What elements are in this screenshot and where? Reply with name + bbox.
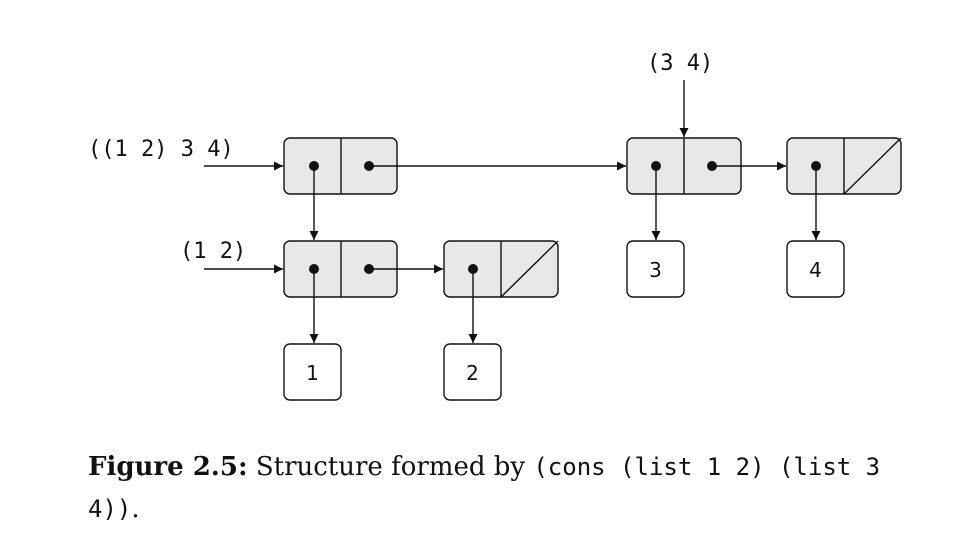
pointer-arrows (204, 80, 821, 343)
caption-end: . (131, 494, 140, 524)
outer-list-label: ((1 2) 3 4) (88, 137, 234, 162)
nil-slash (500, 240, 559, 298)
caption-code: (cons (list 1 2) (list 3 4)) (88, 453, 881, 523)
atom-value: 1 (306, 361, 319, 385)
tail-list-label: (3 4) (647, 51, 713, 76)
pair-inner-1 (283, 240, 398, 298)
atom-value: 3 (649, 258, 662, 282)
caption-text: Structure formed by (255, 452, 526, 482)
atom-box-2: 2 (443, 343, 502, 401)
atom-box-3: 3 (626, 240, 685, 298)
figure-label: Figure 2.5: (88, 452, 248, 482)
nil-slash (843, 137, 902, 195)
box-and-pointer-diagram: ((1 2) 3 4) (1 2) (3 4) 3 (88, 51, 902, 401)
pair-inner-2 (443, 240, 559, 298)
atom-box-4: 4 (786, 240, 845, 298)
pair-outer-3 (786, 137, 902, 195)
figure-caption: Figure 2.5: Structure formed by (cons (l… (88, 446, 928, 530)
inner-list-label: (1 2) (180, 239, 246, 264)
atom-value: 2 (466, 361, 479, 385)
atom-value: 4 (809, 258, 822, 282)
atom-box-1: 1 (283, 343, 342, 401)
